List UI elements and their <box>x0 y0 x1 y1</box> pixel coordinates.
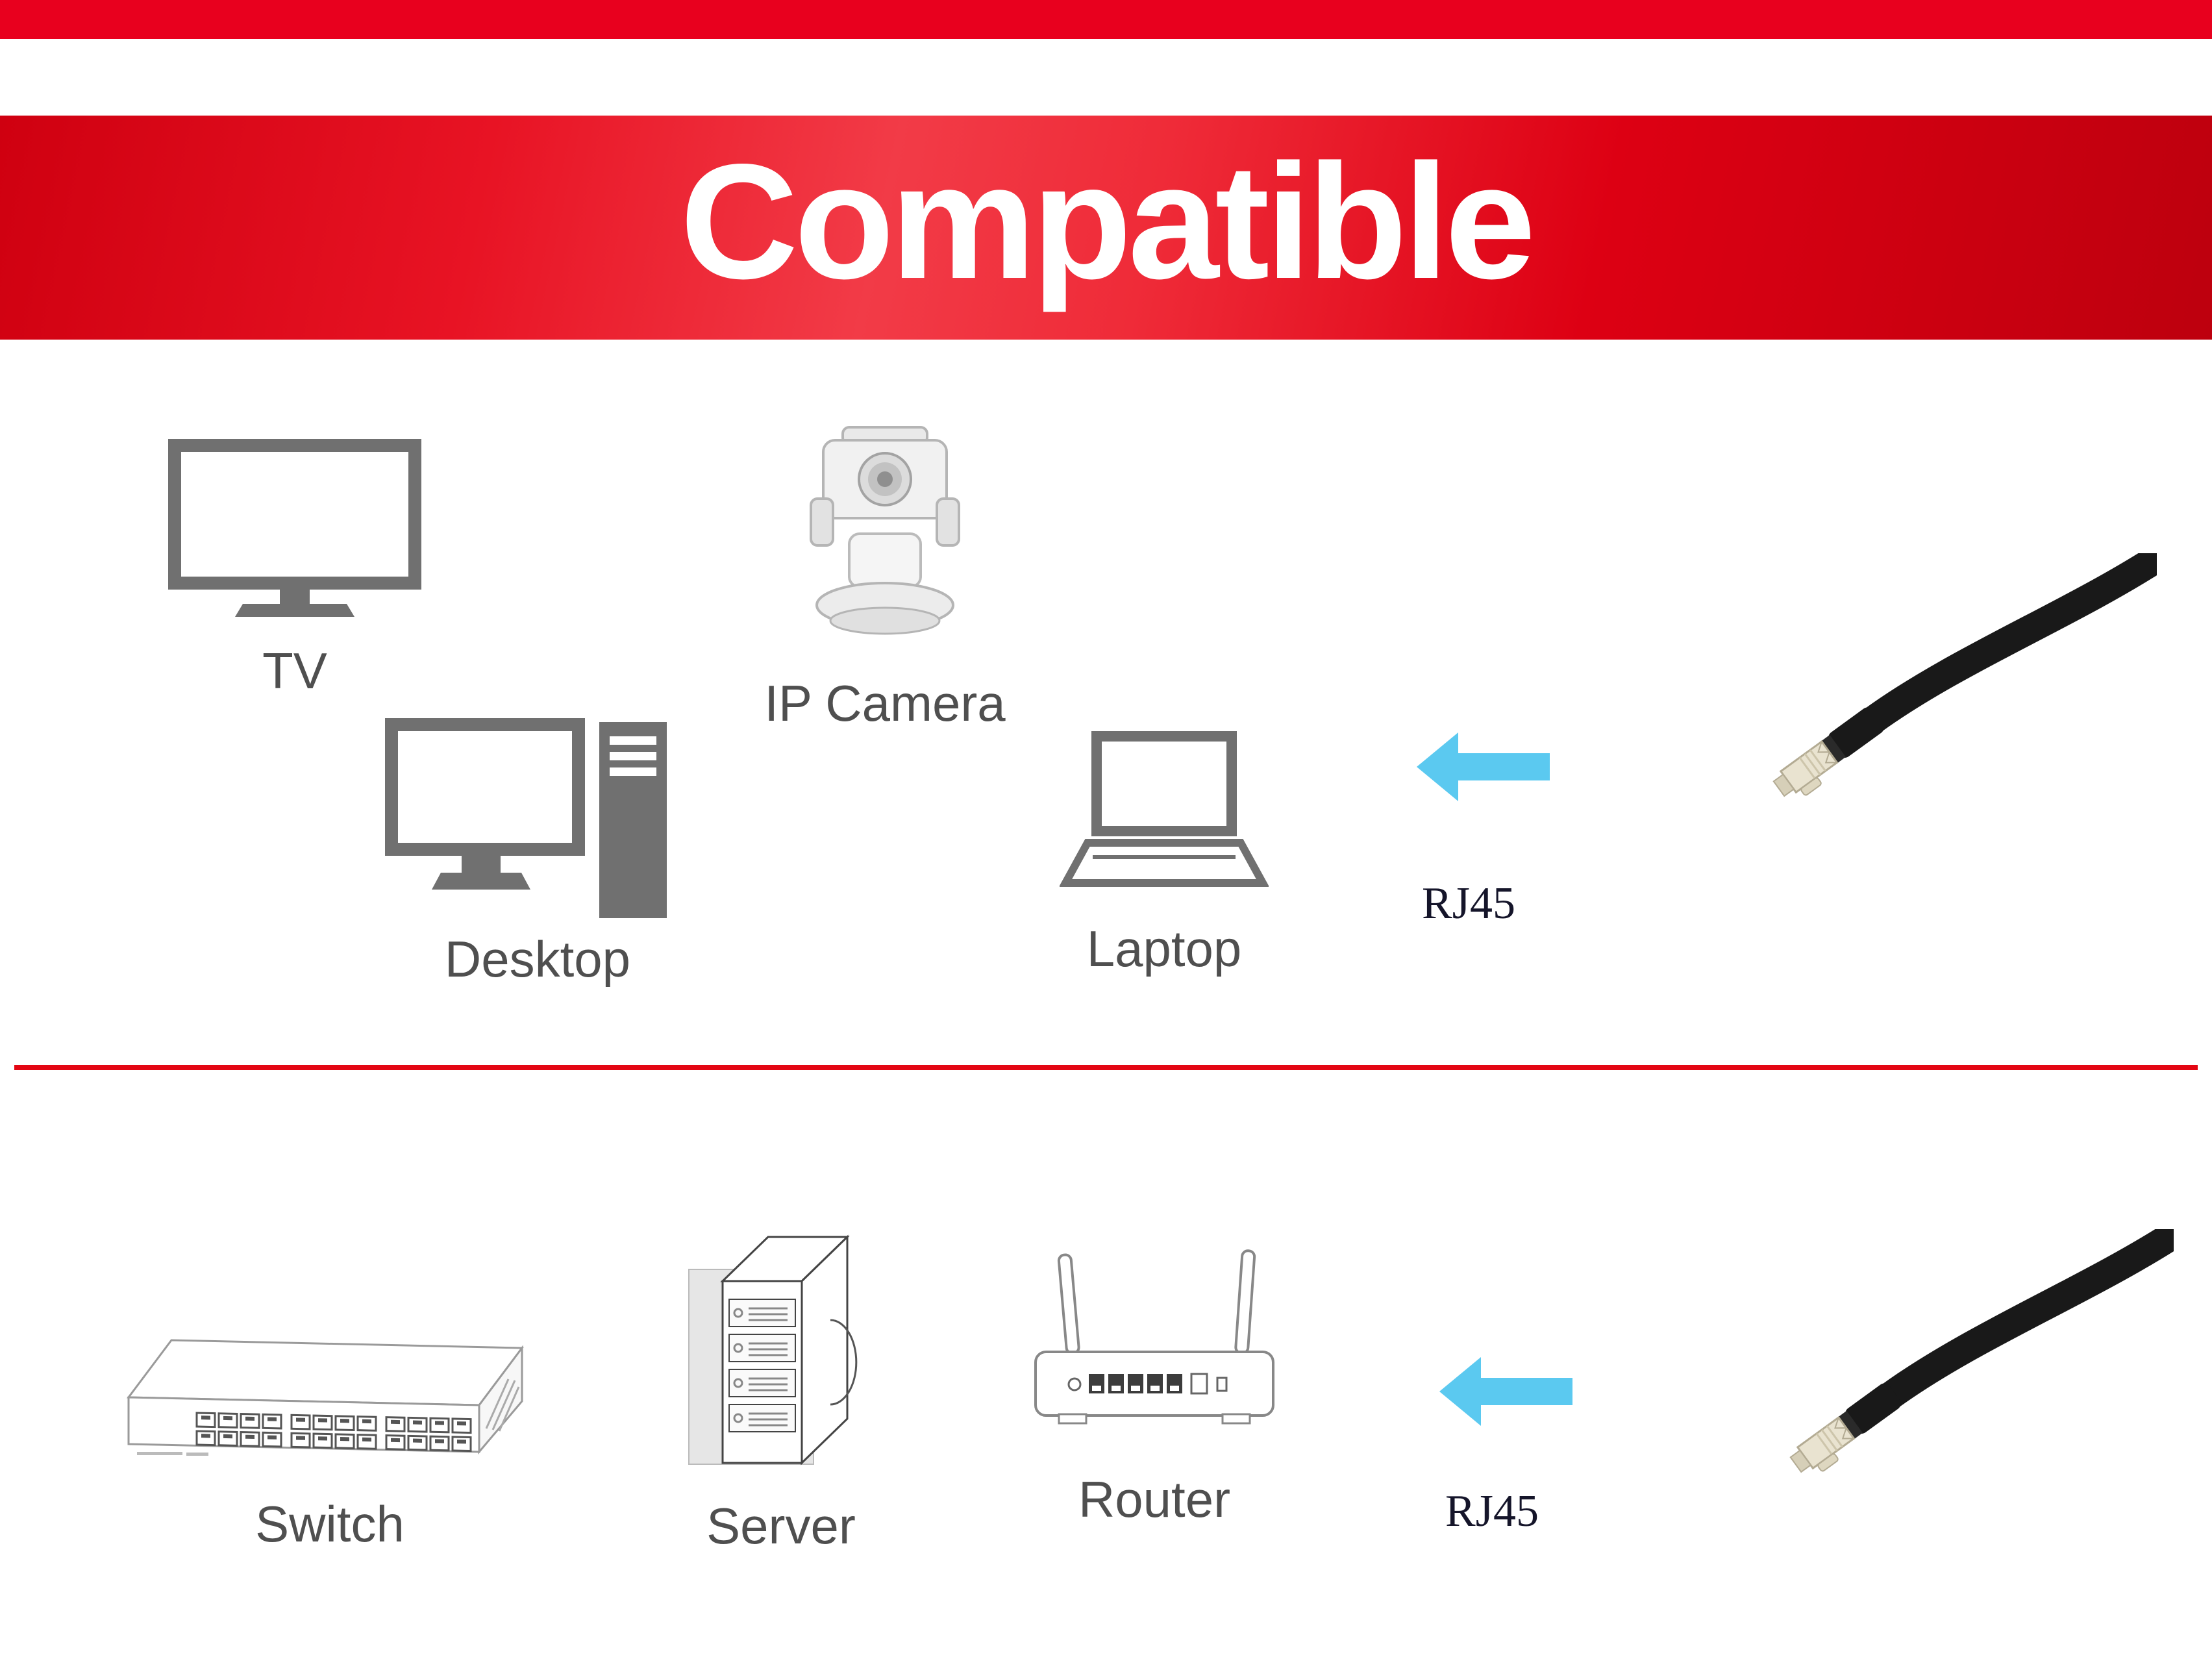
device-label-router: Router <box>1078 1471 1231 1528</box>
rj45-connector <box>1789 1383 1901 1473</box>
tv-icon <box>168 439 421 617</box>
device-label-laptop: Laptop <box>1086 920 1242 977</box>
server-icon <box>688 1234 858 1466</box>
router-icon <box>1034 1249 1274 1425</box>
top-red-bar <box>0 0 2212 39</box>
switch-ports <box>195 1412 472 1453</box>
device-desktop: Desktop <box>384 718 691 989</box>
laptop-icon <box>1060 731 1269 887</box>
device-label-desktop: Desktop <box>444 930 631 988</box>
device-label-tv: TV <box>262 642 327 699</box>
left-arrow-icon <box>1417 731 1550 803</box>
connector-label-top: RJ45 <box>1422 879 1515 929</box>
device-switch: Switch <box>118 1325 541 1554</box>
rj45-connector <box>1772 707 1884 797</box>
device-laptop: Laptop <box>1060 731 1269 979</box>
switch-print <box>137 1452 208 1456</box>
rj45-cable-icon-bottom <box>1719 1229 2174 1554</box>
router-ports <box>1067 1373 1228 1395</box>
device-label-ip-camera: IP Camera <box>764 675 1006 732</box>
device-label-switch: Switch <box>255 1495 404 1553</box>
connector-label-bottom: RJ45 <box>1445 1486 1539 1536</box>
device-server: Server <box>683 1229 879 1556</box>
device-ip-camera: IP Camera <box>764 422 1006 733</box>
rj45-cable-icon-top <box>1702 553 2157 878</box>
switch-icon <box>127 1339 524 1456</box>
banner-title: Compatible <box>680 130 1535 313</box>
device-label-server: Server <box>706 1497 856 1554</box>
device-router: Router <box>1027 1247 1282 1529</box>
left-arrow-icon <box>1439 1356 1572 1427</box>
ip-camera-icon <box>810 426 960 635</box>
desktop-icon <box>385 718 667 918</box>
banner: Compatible <box>0 116 2212 340</box>
server-bays <box>728 1299 796 1432</box>
section-divider <box>14 1065 2198 1070</box>
switch-vents <box>485 1378 520 1432</box>
device-tv: TV <box>168 439 422 701</box>
